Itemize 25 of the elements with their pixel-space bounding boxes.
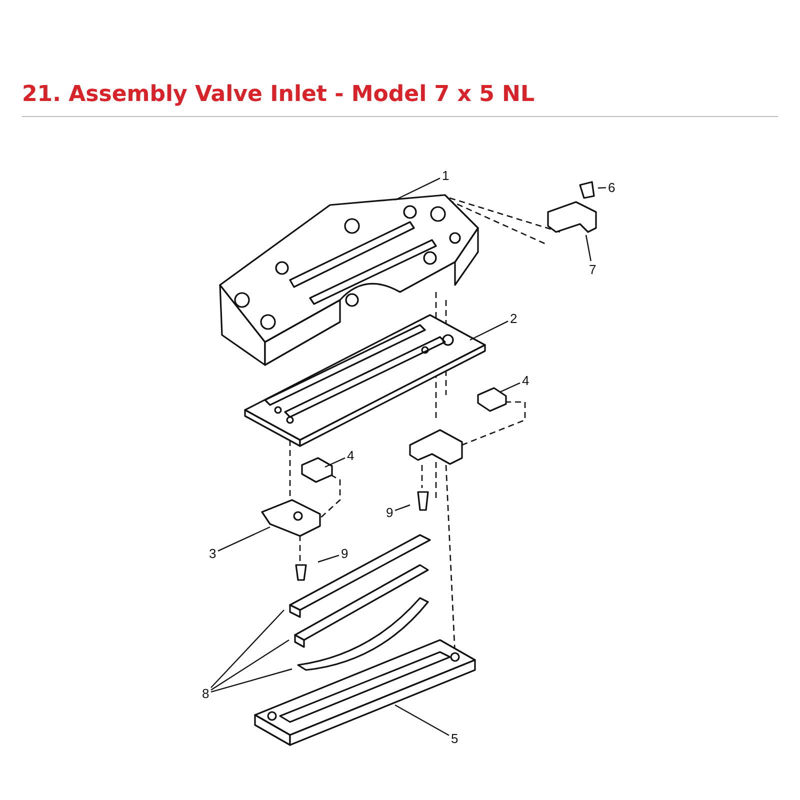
- leader-line: [598, 187, 606, 189]
- callout-number: 7: [588, 262, 598, 277]
- callout-number: 4: [521, 373, 530, 388]
- callout-number: 8: [201, 686, 210, 701]
- callout-number: 3: [208, 546, 218, 561]
- leader-line: [218, 526, 270, 552]
- leader-line: [394, 178, 440, 201]
- callout-number: 4: [346, 448, 356, 463]
- leader-line: [324, 457, 346, 468]
- leader-line: [585, 234, 592, 262]
- leader-line: [470, 320, 508, 341]
- leader-line: [210, 640, 290, 690]
- leader-line: [210, 668, 292, 693]
- page-title: 21. Assembly Valve Inlet - Model 7 x 5 NL: [22, 82, 534, 107]
- callout-number: 1: [441, 168, 450, 183]
- leader-line: [210, 610, 284, 688]
- leader-line: [394, 504, 410, 512]
- callout-number: 6: [607, 180, 616, 195]
- callout-number: 9: [340, 546, 350, 561]
- callout-number: 2: [509, 311, 518, 326]
- callout-number: 9: [385, 505, 394, 520]
- leader-line: [318, 554, 340, 563]
- leader-line: [394, 704, 450, 736]
- leader-line: [500, 382, 520, 393]
- callout-number: 5: [450, 731, 460, 746]
